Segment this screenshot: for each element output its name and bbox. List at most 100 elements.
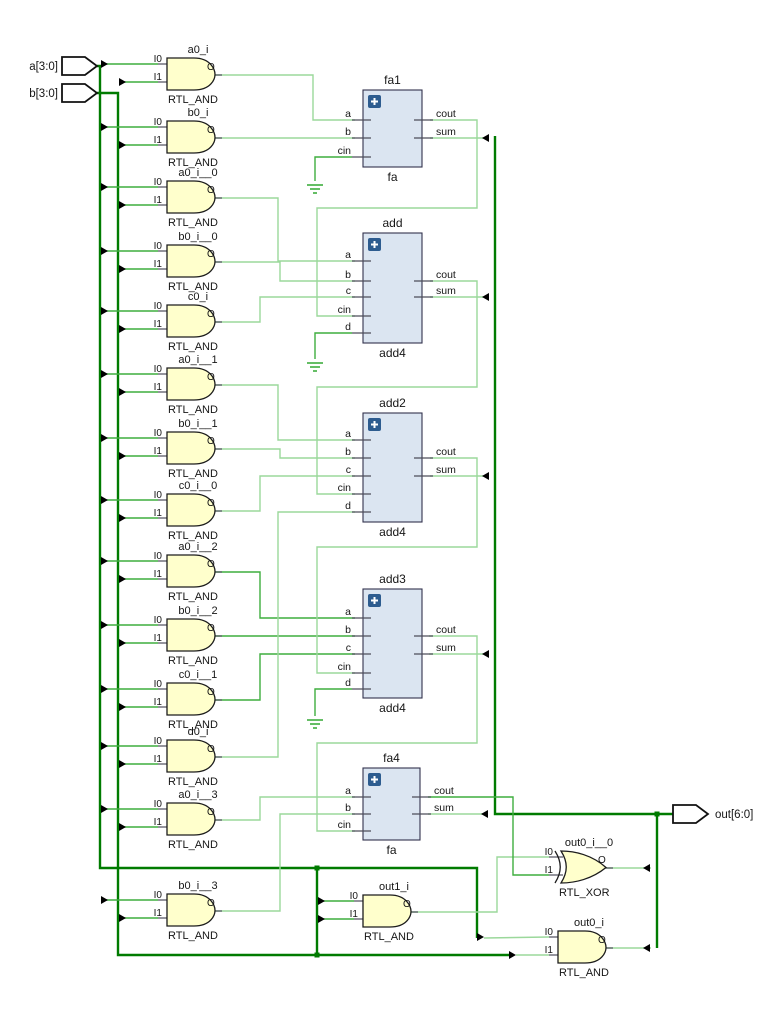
and-gate-shape[interactable] [166, 57, 216, 91]
and-gate-shape[interactable] [557, 930, 607, 964]
net-a0_i-O[interactable] [215, 74, 355, 121]
port-b[interactable]: b[3:0] [29, 83, 99, 103]
net-fa4-cout[interactable] [428, 796, 549, 876]
and-gate-shape[interactable] [166, 304, 216, 338]
bus-b[interactable] [97, 91, 509, 957]
gate-name-label: c0_i [188, 291, 208, 303]
and-gate-shape[interactable] [166, 554, 216, 588]
and-gate-shape[interactable] [166, 802, 216, 836]
net-a0_i__2-O[interactable] [215, 571, 355, 619]
and-gate-shape[interactable] [362, 894, 412, 928]
block-instance-label: add3 [379, 572, 406, 586]
block-pin-label-cout: cout [436, 108, 456, 120]
net-add-cout[interactable] [316, 280, 478, 495]
net-add3-cout[interactable] [316, 635, 478, 832]
connection-arrow-icon [101, 434, 108, 442]
and-gate-shape[interactable] [166, 431, 216, 465]
expand-plus-icon[interactable] [368, 773, 381, 786]
gate-name-label: b0_i__0 [178, 231, 217, 243]
and-gate-shape[interactable] [166, 618, 216, 652]
gate-type-label: RTL_AND [168, 468, 218, 480]
connection-arrow-icon [119, 639, 126, 647]
port-pentagon-icon[interactable] [672, 804, 710, 824]
pin-label-o: O [207, 807, 215, 818]
pin-label-i1: I1 [154, 697, 163, 708]
port-out[interactable]: out[6:0] [672, 804, 753, 824]
net-gnd-add3-d[interactable] [314, 688, 352, 716]
net-out1_i-O[interactable] [411, 856, 549, 913]
net-gnd-add-d[interactable] [314, 332, 352, 359]
expand-plus-icon[interactable] [368, 418, 381, 431]
gate-name-label: b0_i [188, 107, 209, 119]
block-body[interactable] [362, 412, 423, 523]
net-c0_i__1-O[interactable] [215, 653, 355, 701]
and-gate-shape[interactable] [166, 739, 216, 773]
pin-label-o: O [207, 744, 215, 755]
connection-arrow-icon [482, 650, 489, 658]
port-a[interactable]: a[3:0] [29, 56, 99, 76]
and-gate-shape[interactable] [166, 180, 216, 214]
net-fa1-cout[interactable] [316, 119, 478, 317]
pin-label-i0: I0 [154, 428, 163, 439]
block-body[interactable] [362, 588, 423, 699]
net-c0_i__0-O[interactable] [215, 475, 355, 512]
and-gate-shape[interactable] [166, 244, 216, 278]
expand-plus-icon[interactable] [368, 594, 381, 607]
net-a0_i__3-O[interactable] [215, 796, 355, 821]
net-b0_i__3-O[interactable] [215, 813, 355, 912]
net-a0_i__1-O[interactable] [215, 384, 355, 441]
pin-label-i1: I1 [154, 508, 163, 519]
net-add2-cout[interactable] [316, 457, 478, 674]
and-gate-shape[interactable] [166, 682, 216, 716]
gate-name-label: d0_i [188, 726, 209, 738]
net-c0_i-O[interactable] [215, 296, 355, 323]
net-out0_i-I0[interactable] [483, 936, 550, 939]
connection-arrow-icon [101, 370, 108, 378]
and-gate-shape[interactable] [166, 493, 216, 527]
block-body[interactable] [362, 232, 423, 344]
connection-arrow-icon [101, 621, 108, 629]
port-pentagon-icon[interactable] [61, 56, 99, 76]
net-b0_i__1-O[interactable] [215, 448, 355, 459]
pin-label-o: O [207, 309, 215, 320]
bus-out-trunk[interactable] [493, 136, 673, 816]
connection-arrow-icon [119, 452, 126, 460]
xor-back-curve [554, 850, 561, 884]
and-gate-shape[interactable] [166, 893, 216, 927]
expand-plus-icon[interactable] [368, 238, 381, 251]
port-pentagon-icon[interactable] [61, 83, 99, 103]
xor-gate-shape[interactable] [559, 850, 607, 884]
net-gnd-fa1-cin[interactable] [314, 156, 352, 181]
expand-plus-icon[interactable] [368, 95, 381, 108]
net-b0_i__0-O[interactable] [215, 261, 355, 282]
pin-label-o: O [403, 899, 411, 910]
and-gate-shape[interactable] [166, 367, 216, 401]
and-gate-shape[interactable] [166, 120, 216, 154]
block-pin-label-a: a [345, 249, 351, 261]
bus-a[interactable] [97, 64, 479, 938]
net-d0_i-O[interactable] [215, 511, 355, 758]
gate-type-label: RTL_AND [168, 217, 218, 229]
